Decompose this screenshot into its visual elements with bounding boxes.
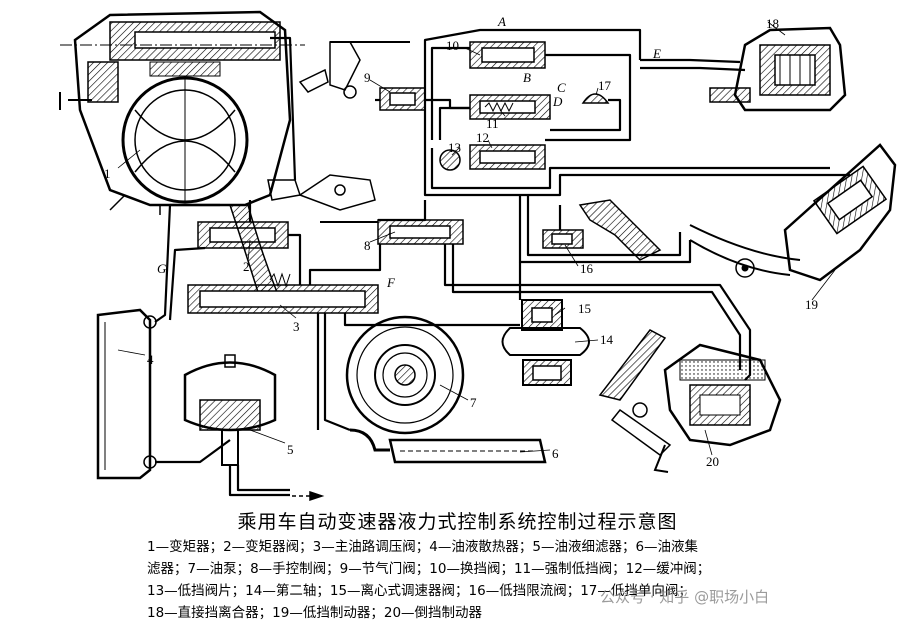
low-brake bbox=[578, 143, 897, 282]
passage-label-A: A bbox=[497, 14, 506, 29]
figure-title: 乘用车自动变速器液力式控制系统控制过程示意图 bbox=[237, 511, 678, 533]
label-2: 2 bbox=[243, 259, 250, 274]
label-19: 19 bbox=[805, 297, 818, 312]
passage-label-B: B bbox=[523, 70, 531, 85]
oil-passages bbox=[154, 28, 850, 497]
oil-cooler bbox=[96, 308, 157, 480]
label-16: 16 bbox=[580, 261, 594, 276]
label-20: 20 bbox=[706, 454, 719, 469]
flow-arrow-icon bbox=[292, 490, 325, 502]
passage-label-E: E bbox=[652, 46, 661, 61]
leader-lines bbox=[117, 21, 836, 456]
legend-line-4: 18—直接挡离合器；19—低挡制动器；20—倒挡制动器 bbox=[147, 605, 483, 621]
passage-label-G: G bbox=[157, 261, 167, 276]
label-5: 5 bbox=[287, 442, 294, 457]
valve-body bbox=[187, 41, 610, 314]
reverse-brake bbox=[598, 329, 782, 473]
label-15: 15 bbox=[578, 301, 591, 316]
hydraulic-control-diagram: 1 2 3 4 5 6 7 8 9 10 11 12 13 14 15 16 1… bbox=[59, 10, 897, 502]
label-14: 14 bbox=[600, 332, 614, 347]
governor-valve bbox=[501, 299, 590, 386]
label-11: 11 bbox=[486, 116, 499, 131]
watermark: 公众号 · 知乎 @职场小白 bbox=[600, 588, 770, 606]
passage-label-F: F bbox=[386, 275, 396, 290]
label-3: 3 bbox=[293, 319, 300, 334]
torque-converter bbox=[59, 10, 305, 215]
oil-pump bbox=[345, 315, 465, 435]
oil-fine-filter bbox=[183, 354, 277, 466]
label-4: 4 bbox=[147, 352, 154, 367]
label-18: 18 bbox=[766, 16, 779, 31]
label-10: 10 bbox=[446, 38, 459, 53]
passage-label-D: D bbox=[552, 94, 563, 109]
label-12: 12 bbox=[476, 130, 489, 145]
label-8: 8 bbox=[364, 238, 371, 253]
direct-clutch bbox=[709, 26, 847, 112]
component-labels: 1 2 3 4 5 6 7 8 9 10 11 12 13 14 15 16 1… bbox=[104, 14, 818, 469]
label-13: 13 bbox=[448, 140, 461, 155]
label-7: 7 bbox=[470, 395, 477, 410]
label-9: 9 bbox=[364, 70, 371, 85]
label-17: 17 bbox=[598, 78, 612, 93]
label-6: 6 bbox=[552, 446, 559, 461]
oil-collector bbox=[349, 428, 547, 464]
label-1: 1 bbox=[104, 166, 111, 181]
legend-line-1: 1—变矩器；2—变矩器阀；3—主油路调压阀；4—油液散热器；5—油液细滤器；6—… bbox=[147, 539, 699, 555]
passage-label-C: C bbox=[557, 80, 566, 95]
legend-line-2: 滤器；7—油泵；8—手控制阀；9—节气门阀；10—换挡阀；11—强制低挡阀；12… bbox=[147, 561, 711, 577]
legend-line-3: 13—低挡阀片；14—第二轴；15—离心式调速器阀；16—低挡限流阀；17—低挡… bbox=[147, 583, 692, 599]
